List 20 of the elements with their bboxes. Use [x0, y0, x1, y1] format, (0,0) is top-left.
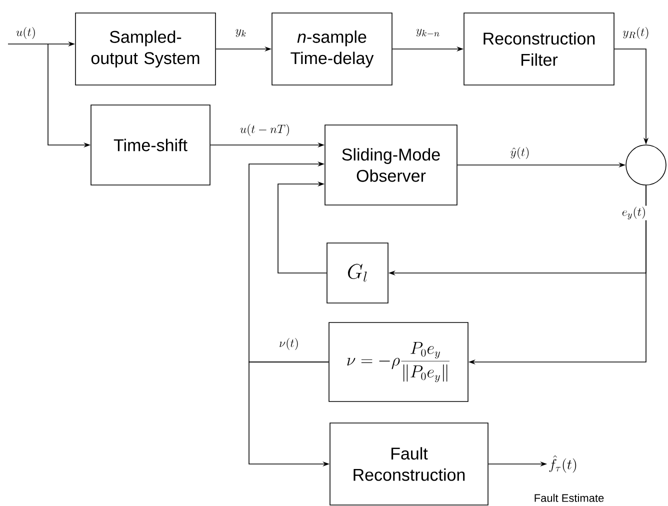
process-box: Fault Reconstruction — [330, 422, 488, 506]
edge-label: $u(t-nT)$ — [238, 123, 292, 137]
process-box: Reconstruction Filter — [464, 12, 614, 86]
gain-box: $G_l$ — [326, 242, 388, 304]
edge-label: $y_{k-n}$ — [414, 28, 442, 38]
edge-label: $\nu(t)$ — [278, 337, 300, 351]
node-label: Fault Estimate — [534, 494, 604, 502]
summing-junction — [626, 144, 666, 186]
edge-label: $\hat{y}(t)$ — [509, 146, 531, 160]
process-box: n-sample Time-delay — [272, 12, 392, 86]
edge-label: $u(t)$ — [14, 26, 38, 40]
edge-label: $e_y(t)$ — [620, 206, 648, 220]
process-box: Sampled-output System — [75, 12, 216, 86]
edge-label: $y_R(t)$ — [622, 26, 650, 40]
process-box: Sliding-Mode Observer — [324, 124, 458, 206]
edge-label: $y_k$ — [234, 28, 248, 38]
process-box: Time-shift — [90, 104, 210, 186]
output-label: $\hat{f}_{\tau}(t)$ — [549, 455, 576, 473]
arrow — [278, 181, 327, 274]
formula-box: $\nu = -\rho\frac{P_0e_y}{\|P_0e_y\|}$ — [328, 322, 468, 402]
